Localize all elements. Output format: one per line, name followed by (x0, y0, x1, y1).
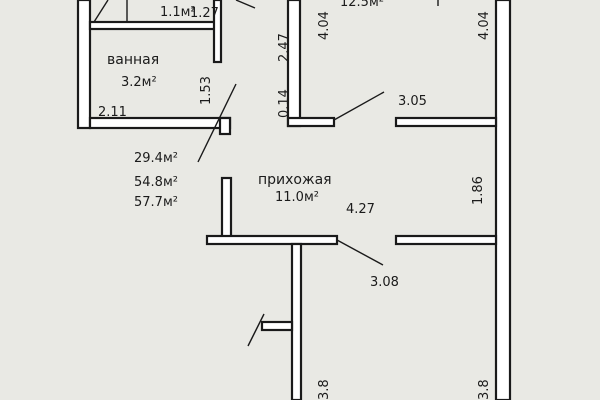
dim-3-08: 3.08 (370, 275, 399, 290)
dim-bottom-left: 3.8 (317, 379, 332, 400)
hall-door-swing (336, 239, 384, 266)
hall-area: 11.0м² (275, 190, 319, 205)
dim-1-53: 1.53 (199, 76, 214, 105)
dim-1-86: 1.86 (471, 176, 486, 205)
outer-wall-left (76, 0, 92, 130)
dim-0-14: 0.14 (277, 89, 292, 118)
dim-2-47: 2.47 (277, 33, 292, 62)
hall-wall-bottom-right (394, 234, 498, 246)
bathroom-area: 3.2м² (121, 75, 157, 90)
outer-wall-right (494, 0, 512, 400)
top-room-wall-bottom-right (394, 116, 498, 128)
wc-right-wall (212, 0, 223, 64)
lower-wall-stub (260, 320, 294, 332)
wc-door-swing (93, 0, 109, 23)
hall-wall-bottom-left (205, 234, 339, 246)
dim-4-04-right: 4.04 (477, 11, 492, 40)
lower-wall (290, 242, 303, 400)
total-area-with-balcony: 57.7м² (134, 195, 178, 210)
hall-wall-left (220, 176, 233, 242)
dim-4-27: 4.27 (346, 202, 375, 217)
leader-line (197, 83, 237, 163)
top-room-wall-bottom-left (286, 116, 336, 128)
dim-2-11: 2.11 (98, 105, 127, 120)
total-area: 54.8м² (134, 175, 178, 190)
top-room-area: 12.5м² (340, 0, 384, 10)
wc-bottom-wall (88, 20, 222, 31)
bathroom-name: ванная (107, 52, 159, 68)
living-area-total: 29.4м² (134, 151, 178, 166)
dim-1-27: 1.27 (190, 6, 219, 21)
dim-bottom-right: 3.8 (477, 379, 492, 400)
bathroom-wall-stub (218, 116, 232, 136)
top-room-door-swing (333, 91, 385, 121)
hall-name: прихожая (258, 172, 332, 188)
dim-4-04-left: 4.04 (317, 11, 332, 40)
leader-line-top (235, 0, 256, 9)
wc-area: 1.1м² (160, 5, 196, 20)
dim-3-05: 3.05 (398, 94, 427, 109)
lower-door-swing (247, 313, 265, 347)
